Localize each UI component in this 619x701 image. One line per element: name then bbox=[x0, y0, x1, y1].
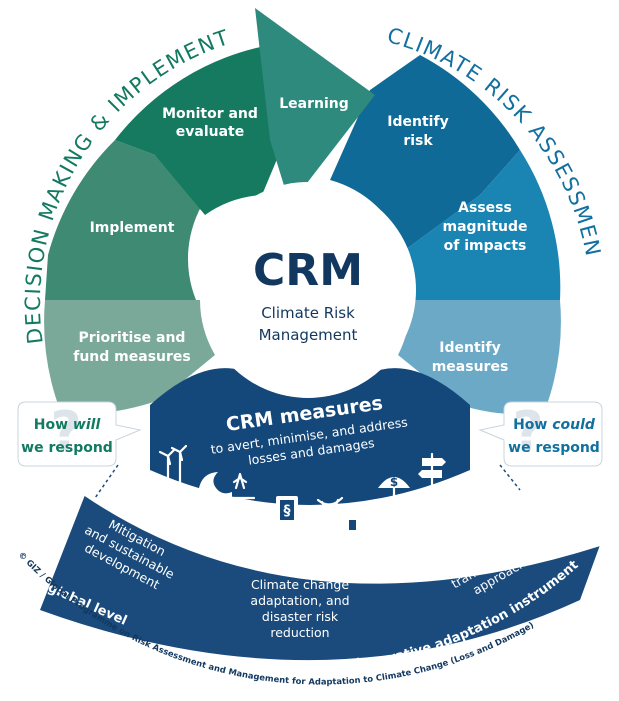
bottom-band bbox=[40, 495, 600, 661]
svg-text:$: $ bbox=[390, 475, 398, 489]
identify-risk-label-1: Identify bbox=[387, 114, 448, 130]
safety-net-icon bbox=[316, 496, 366, 530]
segment-monitor[interactable] bbox=[115, 45, 285, 215]
left-bubble-line-1: How will bbox=[34, 417, 101, 433]
bottom-band-divider-left bbox=[84, 494, 601, 584]
connector-left bbox=[94, 464, 119, 499]
adaptation-label-4: reduction bbox=[270, 625, 329, 640]
prioritise-label-2: fund measures bbox=[73, 349, 190, 365]
connector-right bbox=[499, 464, 521, 491]
left-bubble-question-mark: ? bbox=[50, 400, 81, 463]
left-bubble: ? How will we respond bbox=[17, 400, 142, 467]
learning-arrow[interactable] bbox=[255, 8, 375, 205]
monitor-label-1: Monitor and bbox=[162, 106, 258, 122]
monitor-label-2: evaluate bbox=[176, 124, 244, 140]
wave-flood-icon bbox=[198, 472, 256, 502]
legal-book-icon: § bbox=[276, 496, 298, 526]
center-subtitle-1: Climate Risk bbox=[261, 304, 355, 322]
right-bubble-question-mark: ? bbox=[512, 400, 543, 463]
signpost-icon bbox=[418, 452, 446, 488]
assess-label-2: magnitude bbox=[443, 219, 528, 235]
adaptation-label-1: Climate change bbox=[251, 577, 349, 592]
segment-assess[interactable] bbox=[405, 150, 561, 300]
prioritise-label-1: Prioritise and bbox=[79, 330, 186, 346]
insurance-umbrella-icon: $ bbox=[378, 475, 410, 507]
assess-label-3: of impacts bbox=[444, 238, 527, 254]
segment-identify-risk[interactable] bbox=[330, 55, 520, 250]
adaptation-label-3: disaster risk bbox=[262, 609, 339, 624]
right-bubble-line-1: How could bbox=[513, 417, 596, 433]
identify-risk-label-2: risk bbox=[403, 133, 433, 149]
center-title: CRM bbox=[253, 245, 363, 296]
segment-prioritise[interactable] bbox=[44, 300, 216, 414]
assess-label-1: Assess bbox=[458, 200, 512, 216]
center-circle bbox=[200, 182, 416, 398]
crm-measures-band bbox=[150, 368, 470, 505]
center-subtitle-2: Management bbox=[259, 326, 358, 344]
learning-label: Learning bbox=[279, 96, 349, 112]
wind-turbines-icon bbox=[158, 444, 188, 488]
right-bubble: ? How could we respond bbox=[478, 400, 603, 467]
adaptation-label-2: adaptation, and bbox=[250, 593, 349, 608]
svg-text:§: § bbox=[284, 503, 291, 519]
implement-label: Implement bbox=[90, 220, 175, 236]
identify-measures-label-1: Identify bbox=[439, 340, 500, 356]
left-bubble-line-2: we respond bbox=[21, 440, 113, 456]
segment-implement[interactable] bbox=[45, 140, 205, 300]
identify-measures-label-2: measures bbox=[432, 359, 509, 375]
right-bubble-line-2: we respond bbox=[508, 440, 600, 456]
